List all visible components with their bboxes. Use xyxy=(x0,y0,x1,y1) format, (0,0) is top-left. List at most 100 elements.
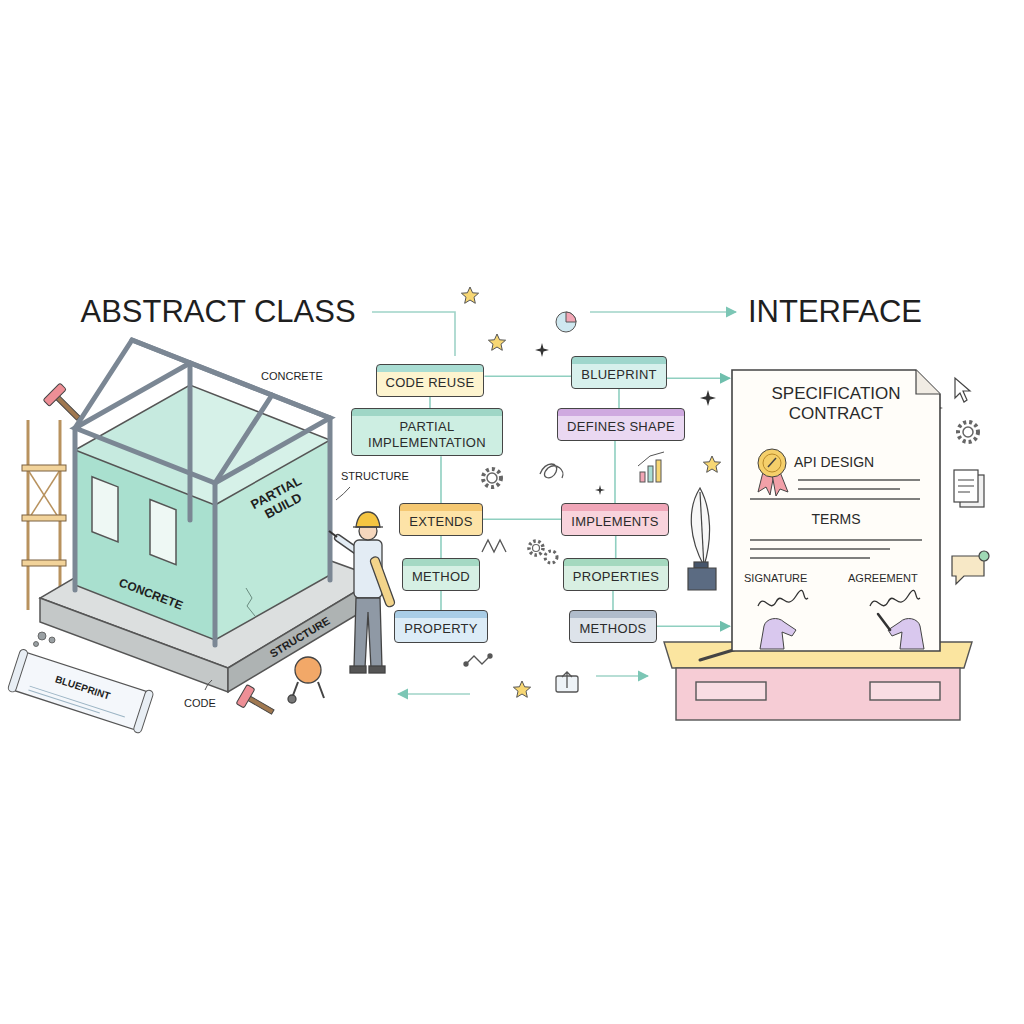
paper-outline xyxy=(798,488,900,489)
sparkle-icon xyxy=(700,390,716,406)
chart-icon xyxy=(656,460,661,482)
doodle-icon xyxy=(488,654,492,658)
signature-label: AGREEMENT xyxy=(848,572,918,585)
keyword-tag: PARTIAL IMPLEMENTATION xyxy=(351,408,503,456)
paper-outline xyxy=(732,370,940,651)
text-holder: AGREEMENT xyxy=(848,572,918,585)
side-icon xyxy=(952,556,984,584)
section-heading: ABSTRACT CLASS xyxy=(81,294,356,330)
cement-mixer xyxy=(288,695,296,703)
side-icon xyxy=(952,378,989,584)
connector-line xyxy=(440,536,442,558)
tag-text: CODE REUSE xyxy=(386,375,475,391)
gear-icon xyxy=(483,469,501,487)
gear-icon xyxy=(529,541,543,555)
steel-frame xyxy=(328,418,333,580)
paper-outline xyxy=(758,590,808,606)
rubble xyxy=(34,642,39,647)
steel-frame xyxy=(132,340,272,395)
cement-mixer xyxy=(295,657,321,683)
contract-document: SPECIFICATION CONTRACT API DESIGN TERMS SIG… xyxy=(730,368,942,653)
steel-frame xyxy=(75,340,190,428)
doodle-icon xyxy=(482,540,506,552)
scaffolding xyxy=(28,470,60,520)
paper-outline xyxy=(758,449,786,477)
connector-line xyxy=(667,377,730,379)
decor-arrow xyxy=(590,311,736,313)
feather-ink xyxy=(700,492,704,568)
connector-line xyxy=(618,389,620,408)
gear-icon xyxy=(487,473,497,483)
contract-title: SPECIFICATION CONTRACT xyxy=(750,384,922,425)
paper-outline xyxy=(768,458,776,467)
gear-icon xyxy=(958,422,978,442)
pie-icon xyxy=(566,312,576,322)
decor-arrow xyxy=(372,312,736,694)
worker-figure xyxy=(369,666,385,673)
steel-frame xyxy=(75,340,330,645)
rubble xyxy=(49,637,55,643)
keyword-tag: EXTENDS xyxy=(399,503,483,536)
tag-text: IMPLEMENTS xyxy=(571,514,659,530)
connector-line xyxy=(440,456,442,503)
connector-line xyxy=(614,441,616,503)
gear-icon xyxy=(963,427,973,437)
callout-label: CONCRETE xyxy=(261,370,323,383)
label-holder: INTERFACE xyxy=(748,294,922,330)
contract-heading: TERMS xyxy=(730,511,942,528)
building-walls xyxy=(75,450,215,640)
contract-heading: API DESIGN xyxy=(794,454,874,471)
keyword-tag: CODE REUSE xyxy=(376,364,485,397)
rubble xyxy=(34,632,56,647)
hammer-icon xyxy=(236,684,255,708)
sparkle-icon xyxy=(595,485,605,495)
desk xyxy=(696,682,766,700)
steel-frame xyxy=(73,428,78,590)
scaffolding xyxy=(22,515,66,521)
paper-outline xyxy=(888,619,924,649)
worker-figure xyxy=(353,526,383,527)
star-icon xyxy=(461,287,720,697)
leader-line xyxy=(205,680,212,690)
keyword-tag: BLUEPRINT xyxy=(571,356,667,389)
desk xyxy=(676,668,960,720)
tag-text: PROPERTIES xyxy=(573,569,660,585)
doodle-icon xyxy=(540,464,563,478)
steel-frame xyxy=(188,363,193,520)
building-walls xyxy=(246,588,255,616)
leader-line xyxy=(336,487,350,500)
blueprint-scroll xyxy=(7,649,154,734)
scaffolding xyxy=(22,560,66,566)
connector-line xyxy=(440,591,442,610)
callout-label: STRUCTURE xyxy=(341,470,409,483)
gear-icon xyxy=(545,551,557,563)
paper-outline xyxy=(750,557,870,558)
worker-figure xyxy=(350,666,366,673)
feather-ink xyxy=(694,562,708,568)
worker-figure xyxy=(329,531,337,537)
connector-line xyxy=(483,518,561,520)
doodle-icon xyxy=(466,656,490,664)
tag-text: METHODS xyxy=(579,621,646,637)
feather-ink xyxy=(688,488,716,590)
side-icon xyxy=(979,551,989,561)
text-holder: SPECIFICATION CONTRACT xyxy=(750,384,922,425)
paper-outline xyxy=(763,454,781,472)
upload-icon xyxy=(562,672,572,688)
keyword-tag: METHODS xyxy=(569,610,656,643)
signature-label: SIGNATURE xyxy=(744,572,807,585)
connector-line xyxy=(484,375,571,377)
scaffolding xyxy=(22,420,66,610)
tag-text: DEFINES SHAPE xyxy=(567,419,675,435)
keyword-tag: IMPLEMENTS xyxy=(561,503,669,536)
keyword-tag: METHOD xyxy=(402,558,480,591)
blueprint-scroll xyxy=(13,652,149,730)
text-holder: API DESIGN xyxy=(794,454,874,471)
scaffolding xyxy=(28,470,60,520)
blueprint-scroll xyxy=(7,649,28,693)
scaffolding xyxy=(22,465,66,471)
tag-text: EXTENDS xyxy=(409,514,473,530)
tag-text: PARTIAL IMPLEMENTATION xyxy=(361,419,493,450)
callout-label: CODE xyxy=(184,697,216,710)
hammer-icon xyxy=(247,696,274,714)
